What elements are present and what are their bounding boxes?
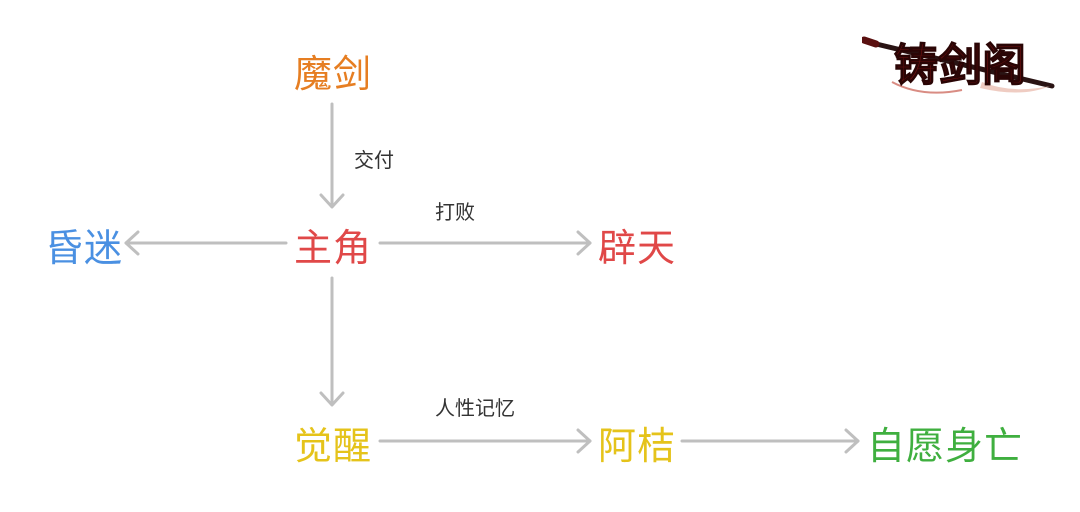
edge-label-dabai: 打败 xyxy=(435,200,475,224)
arrow-zhujue-to-juexing xyxy=(319,276,345,407)
arrow-zhujue-to-hunmi xyxy=(124,230,288,256)
node-hunmi: 昏迷 xyxy=(45,226,124,270)
node-mojian: 魔剑 xyxy=(294,52,373,96)
logo: 铸剑阁 xyxy=(862,36,1055,94)
node-pitian: 辟天 xyxy=(598,226,677,270)
node-juexing: 觉醒 xyxy=(294,424,373,468)
arrow-zhujue-to-pitian xyxy=(378,230,592,256)
edge-label-renxing: 人性记忆 xyxy=(435,396,515,420)
arrow-juexing-to-aju xyxy=(378,428,592,454)
logo-text: 铸剑阁 xyxy=(894,40,1026,91)
node-zhujue: 主角 xyxy=(294,226,373,270)
edge-label-jiaofu: 交付 xyxy=(354,148,394,172)
logo-sword-icon xyxy=(862,36,1055,94)
node-aju: 阿桔 xyxy=(598,424,677,468)
node-ziyuan: 自愿身亡 xyxy=(867,424,1024,468)
arrow-mojian-to-zhujue xyxy=(319,102,345,209)
arrow-aju-to-ziyuan xyxy=(680,428,860,454)
